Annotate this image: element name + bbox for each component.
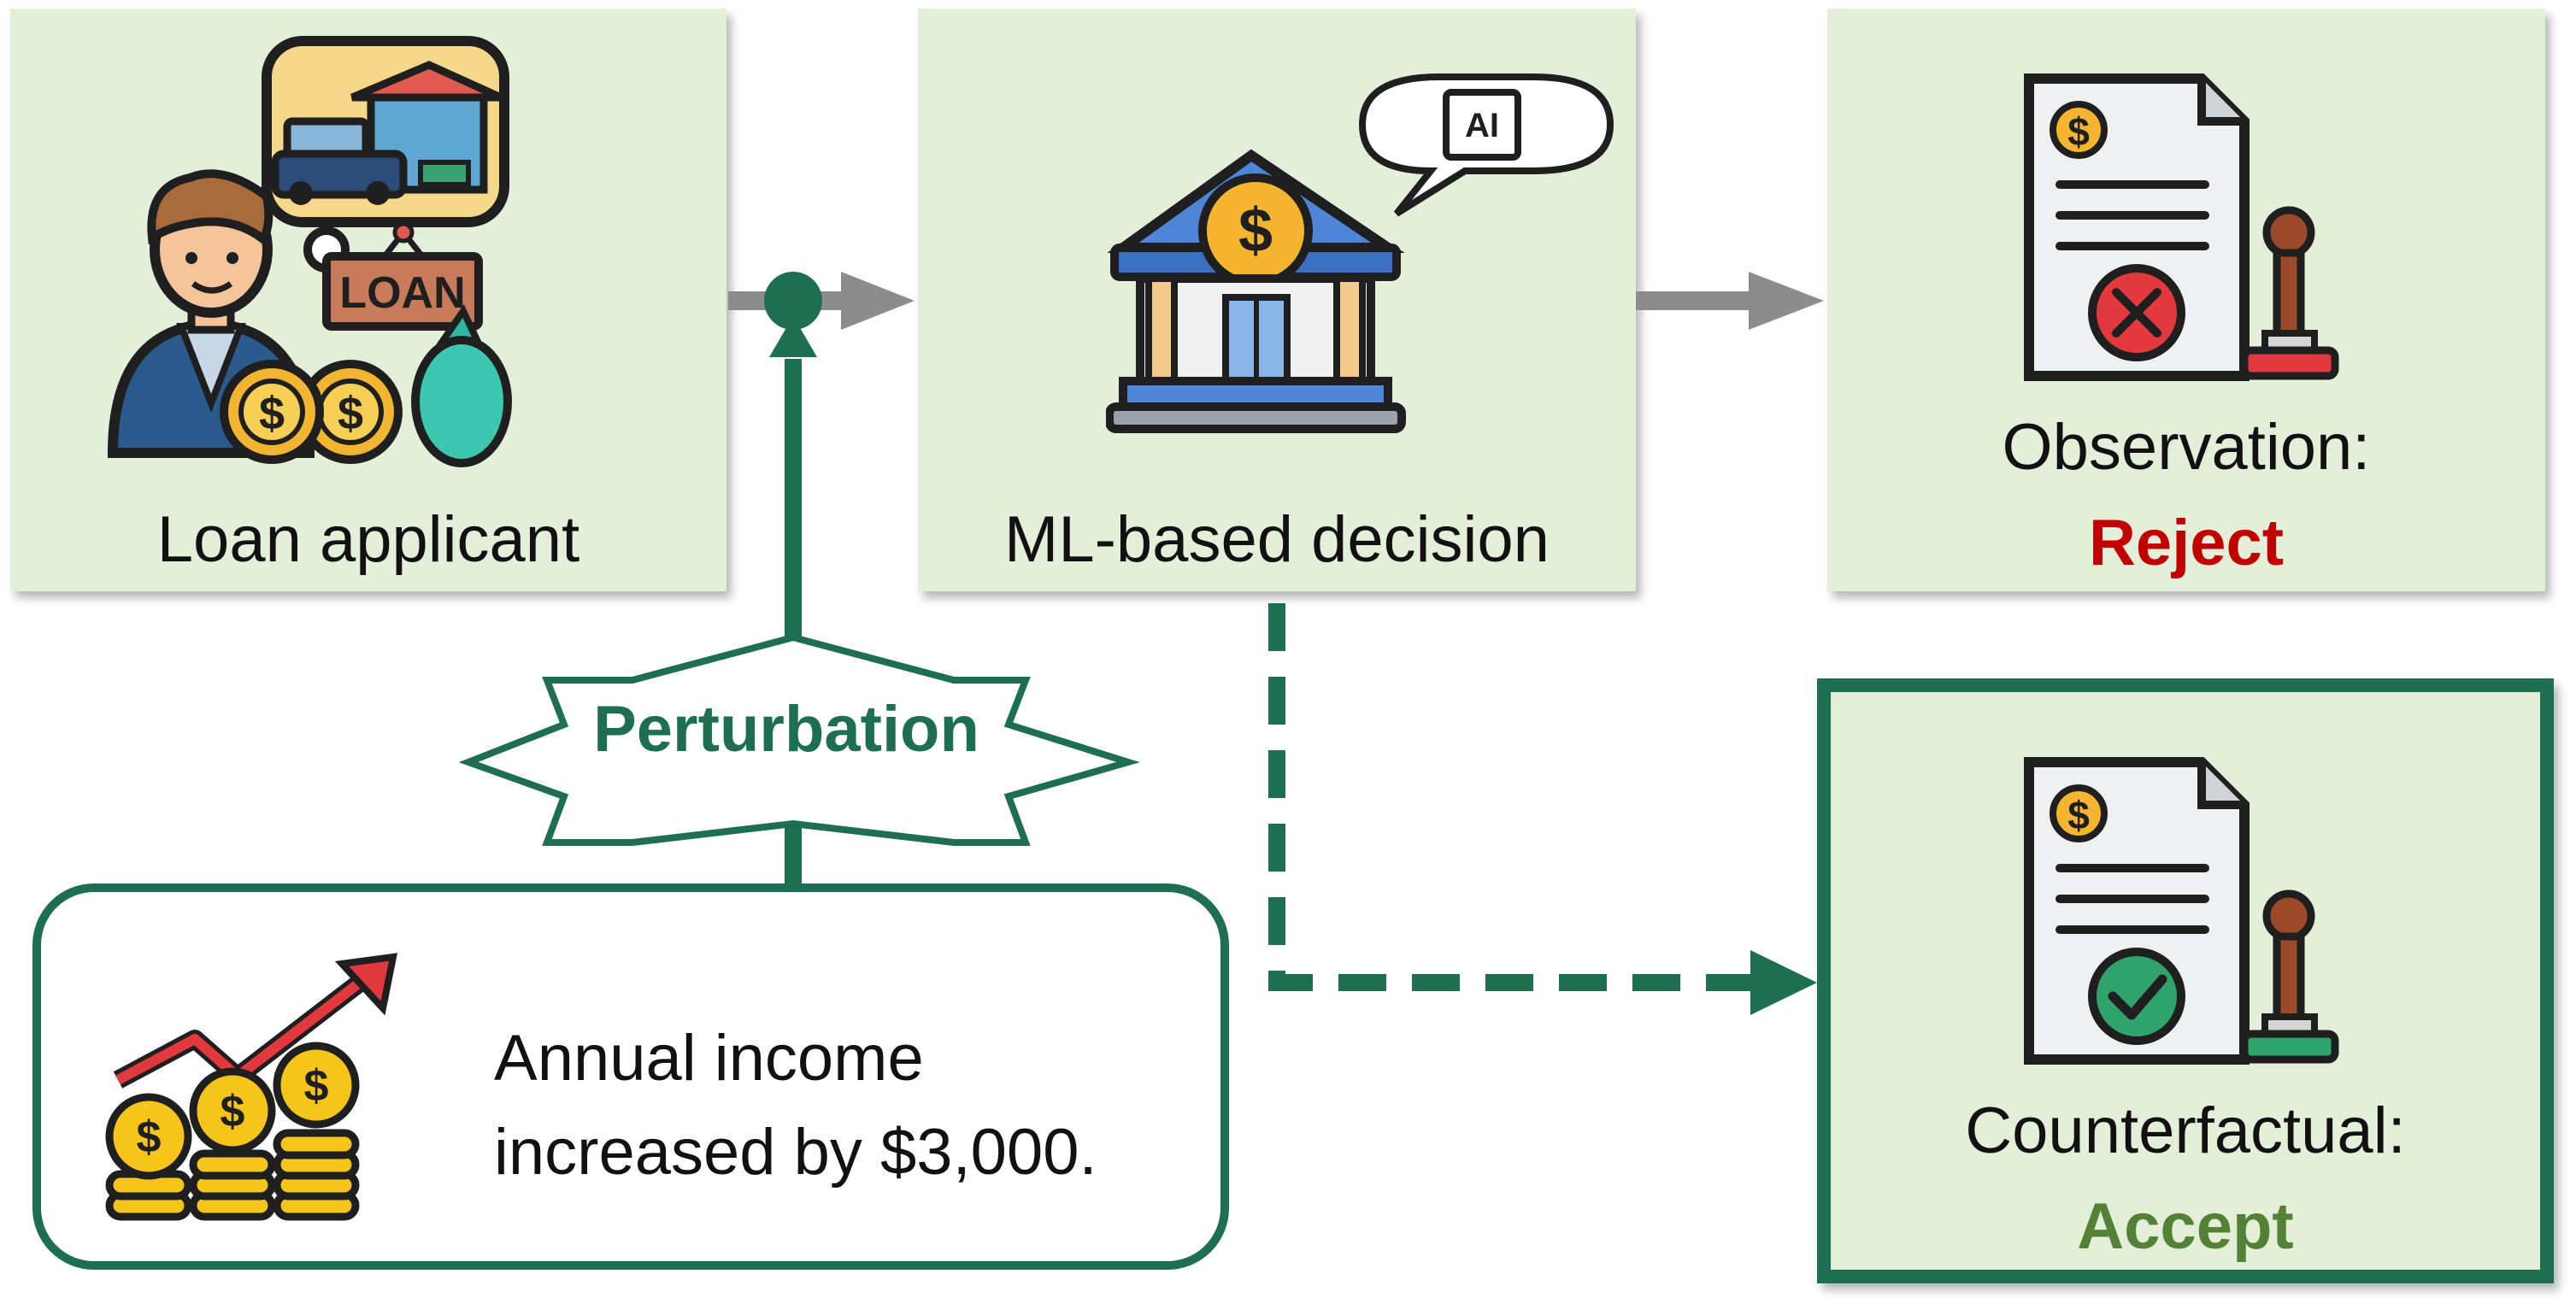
rising-coins-icon: $ $ $ xyxy=(105,953,398,1221)
loan-applicant-icon: LOAN $ $ xyxy=(107,36,512,467)
loan-applicant-panel: LOAN $ $ Loan applicant xyxy=(10,9,726,591)
svg-text:$: $ xyxy=(137,1112,162,1162)
svg-text:$: $ xyxy=(1238,197,1273,265)
bank-ai-icon: AI $ xyxy=(1106,73,1614,433)
svg-text:$: $ xyxy=(338,388,363,439)
counterfactual-panel: $ Counterfactual: Accept xyxy=(1817,678,2554,1283)
income-line-1: Annual income xyxy=(494,1022,924,1095)
rejected-document-icon: $ xyxy=(2024,73,2339,381)
ml-decision-label: ML-based decision xyxy=(1004,503,1550,576)
observation-verdict: Reject xyxy=(2088,507,2285,579)
ai-chip-text: AI xyxy=(1465,107,1499,144)
svg-text:$: $ xyxy=(304,1061,329,1111)
loan-applicant-label: Loan applicant xyxy=(156,503,580,576)
loan-sign-text: LOAN xyxy=(339,268,465,318)
perturbation-star xyxy=(458,633,1140,846)
income-line-2: increased by $3,000. xyxy=(494,1116,1097,1189)
svg-text:$: $ xyxy=(2067,109,2090,154)
svg-text:$: $ xyxy=(221,1087,245,1136)
intervention-node xyxy=(764,272,822,330)
counterfactual-label: Counterfactual: xyxy=(1965,1095,2406,1167)
counterfactual-verdict: Accept xyxy=(2077,1190,2294,1263)
income-change-text: Annual income increased by $3,000. xyxy=(494,1012,1212,1200)
accepted-document-icon: $ xyxy=(2024,757,2339,1065)
counterfactual-arrow xyxy=(1268,603,1761,991)
income-change-box: $ $ $ Annual income increased by $3,000. xyxy=(32,883,1229,1270)
perturbation-label: Perturbation xyxy=(593,693,979,766)
svg-text:$: $ xyxy=(2067,793,2090,837)
svg-text:$: $ xyxy=(259,388,285,439)
observation-panel: $ Observation: Reject xyxy=(1827,9,2545,591)
observation-label: Observation: xyxy=(2002,411,2371,484)
ml-decision-panel: AI $ ML-based decision xyxy=(918,9,1636,591)
